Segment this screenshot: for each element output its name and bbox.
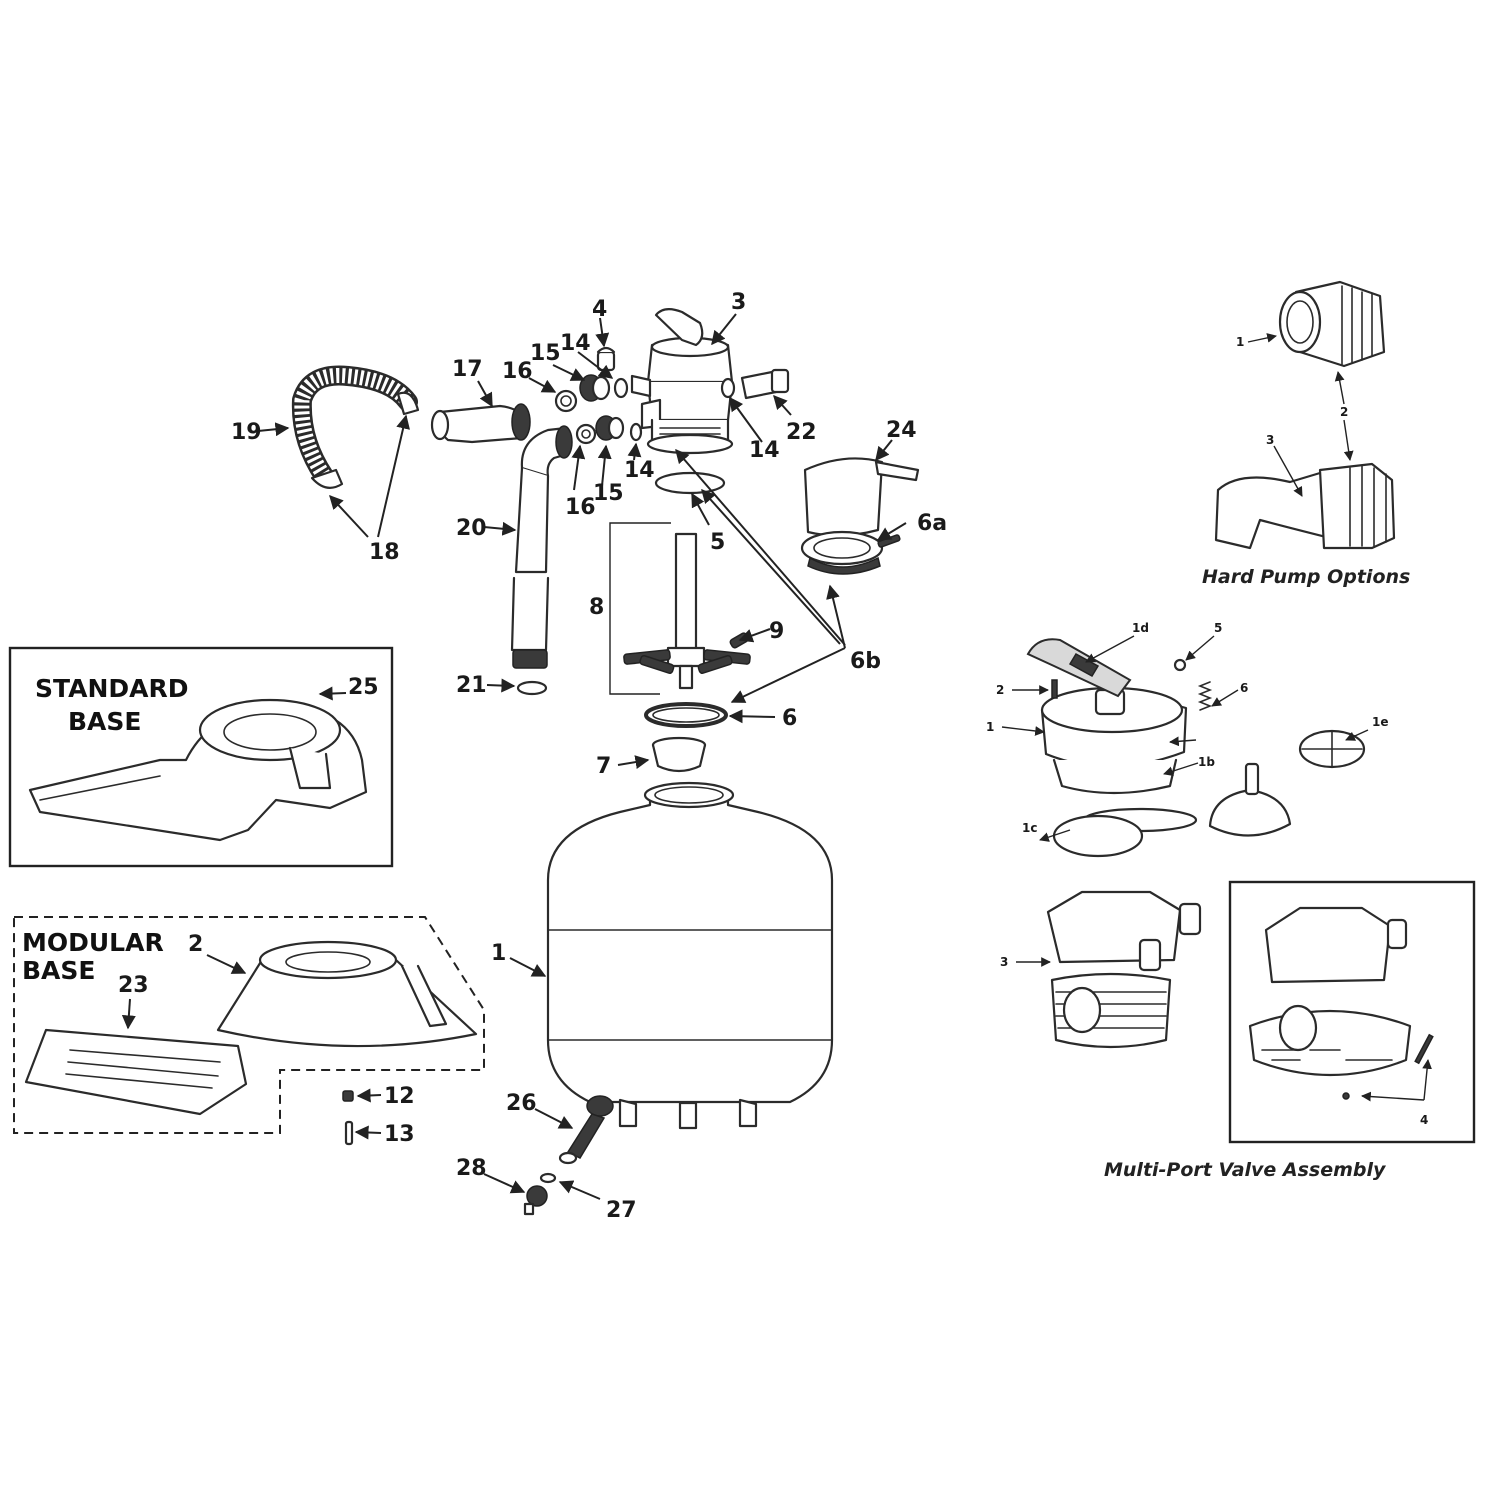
valve-label-1b: 1b bbox=[1198, 755, 1215, 769]
part-labels: 3 4 17 16 15 14 14 22 16 15 14 19 18 20 … bbox=[118, 290, 947, 1223]
o-ring-6 bbox=[644, 702, 728, 728]
pump-label-2: 2 bbox=[1340, 405, 1348, 419]
label-17: 17 bbox=[452, 357, 483, 382]
valve-inset-clamp bbox=[1248, 906, 1434, 1100]
flex-hose-19 bbox=[291, 365, 420, 489]
elbow-hose-17 bbox=[430, 403, 531, 444]
valve-labels: 1d 5 2 6 1 1b 1e 1c 3 4 bbox=[986, 621, 1428, 1127]
valve-inset-box bbox=[1228, 880, 1476, 1144]
label-9: 9 bbox=[769, 619, 784, 644]
pump-label-3: 3 bbox=[1266, 433, 1274, 447]
label-16a: 16 bbox=[502, 359, 533, 384]
label-24: 24 bbox=[886, 418, 917, 443]
valve-label-4: 4 bbox=[1420, 1113, 1428, 1127]
valve-label-1c: 1c bbox=[1022, 821, 1037, 835]
label-6a: 6a bbox=[917, 511, 947, 536]
standard-base-heading-2: BASE bbox=[68, 707, 142, 736]
standpipe-lateral-assembly bbox=[609, 522, 751, 695]
modular-base-heading-2: BASE bbox=[22, 956, 96, 985]
label-25: 25 bbox=[348, 675, 379, 700]
return-pipe-20 bbox=[510, 425, 573, 696]
pump-label-1: 1 bbox=[1236, 335, 1244, 349]
modular-base-cone-2 bbox=[216, 940, 478, 1048]
label-27: 27 bbox=[606, 1198, 637, 1223]
label-4: 4 bbox=[592, 297, 607, 322]
label-2: 2 bbox=[188, 932, 203, 957]
valve-caption: Multi-Port Valve Assembly bbox=[1104, 1159, 1387, 1181]
filter-tank bbox=[546, 781, 834, 1130]
hard-pump-caption: Hard Pump Options bbox=[1202, 566, 1410, 588]
valve-spring-6 bbox=[1197, 681, 1213, 711]
label-20: 20 bbox=[456, 516, 487, 541]
standard-base-box bbox=[8, 646, 394, 868]
valve-label-5: 5 bbox=[1214, 621, 1222, 635]
multiport-valve-3 bbox=[630, 308, 734, 455]
valve-label-6: 6 bbox=[1240, 681, 1248, 695]
valve-oring-5 bbox=[1173, 658, 1187, 672]
label-14b: 14 bbox=[749, 438, 780, 463]
valve-label-2: 2 bbox=[996, 683, 1004, 697]
modular-base-tray-23 bbox=[24, 1028, 248, 1116]
label-28: 28 bbox=[456, 1156, 487, 1181]
valve-gasket-1c bbox=[1052, 814, 1144, 858]
valve-label-3: 3 bbox=[1000, 955, 1008, 969]
label-6b: 6b bbox=[850, 649, 881, 674]
label-1: 1 bbox=[491, 941, 506, 966]
modular-base-outline bbox=[13, 916, 485, 1134]
valve-label-1: 1 bbox=[986, 720, 994, 734]
label-6: 6 bbox=[782, 706, 797, 731]
standard-base-heading-1: STANDARD bbox=[35, 674, 189, 703]
drain-assembly bbox=[523, 1095, 614, 1216]
label-14a: 14 bbox=[560, 331, 591, 356]
valve-label-1e: 1e bbox=[1372, 715, 1389, 729]
valve-body-3 bbox=[1046, 890, 1202, 1049]
label-18: 18 bbox=[369, 540, 400, 565]
label-12: 12 bbox=[384, 1084, 415, 1109]
label-19: 19 bbox=[231, 420, 262, 445]
pump-labels: 1 2 3 bbox=[1236, 335, 1348, 447]
modular-base-heading-1: MODULAR bbox=[22, 928, 164, 957]
standard-base-25 bbox=[28, 698, 368, 842]
label-26: 26 bbox=[506, 1091, 537, 1116]
label-16b: 16 bbox=[565, 495, 596, 520]
clamp-assembly-24 bbox=[800, 457, 920, 575]
label-21: 21 bbox=[456, 673, 487, 698]
nut-12 bbox=[342, 1090, 354, 1102]
label-5: 5 bbox=[710, 530, 725, 555]
valve-top-1 bbox=[1026, 638, 1198, 833]
label-13: 13 bbox=[384, 1122, 415, 1147]
label-7: 7 bbox=[596, 754, 611, 779]
label-14c: 14 bbox=[624, 458, 655, 483]
leader-arrows-small bbox=[1001, 333, 1432, 1102]
hard-pump-options bbox=[1214, 280, 1396, 550]
diffuser-ring-7 bbox=[651, 736, 707, 773]
o-ring-5 bbox=[654, 471, 726, 495]
valve-label-1d: 1d bbox=[1132, 621, 1149, 635]
label-15b: 15 bbox=[593, 481, 624, 506]
valve-pin-2 bbox=[1051, 679, 1058, 699]
valve-rotor-1e bbox=[1208, 729, 1366, 837]
leader-arrows bbox=[121, 313, 907, 1200]
label-8: 8 bbox=[589, 595, 604, 620]
label-22: 22 bbox=[786, 420, 817, 445]
label-15a: 15 bbox=[530, 341, 561, 366]
label-23: 23 bbox=[118, 973, 149, 998]
label-3: 3 bbox=[731, 290, 746, 315]
bolt-13 bbox=[344, 1120, 354, 1146]
